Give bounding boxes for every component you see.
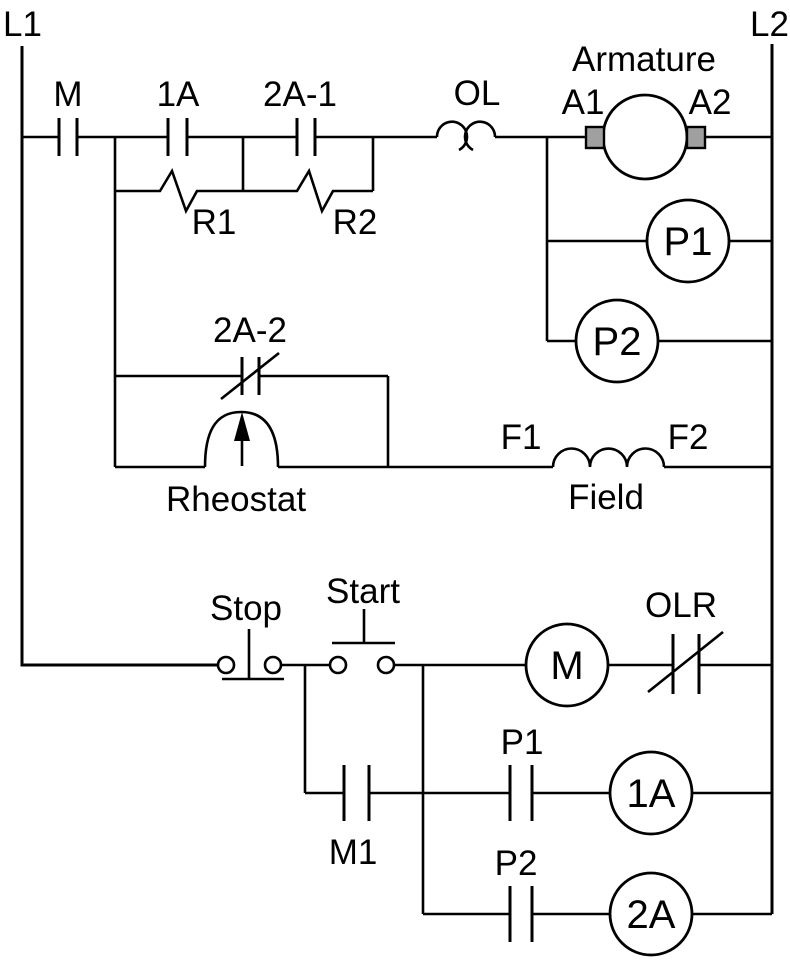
- contact-2a2-slash: [220, 351, 280, 401]
- rheostat-symbol: Rheostat: [115, 410, 306, 519]
- stop-terminal-left: [216, 655, 236, 675]
- no-contact-p2-symbol: P2: [495, 844, 538, 942]
- terminal-a1-square: [584, 125, 606, 150]
- stop-button-label: Stop: [210, 589, 282, 628]
- armature-rung: M 1A 2A-1 OL Armature A1 A2: [22, 40, 772, 181]
- coil-m-circle: [524, 622, 610, 708]
- relay-p2-label: P2: [593, 320, 642, 364]
- armature-title: Armature: [572, 40, 716, 79]
- nc-contact-2a2-symbol: 2A-2: [115, 311, 390, 467]
- contact-p1-label: P1: [501, 723, 544, 762]
- p2-relay-rung: P2: [547, 298, 772, 384]
- coil-1a-symbol: 1A: [608, 750, 694, 836]
- terminal-a1-label: A1: [562, 83, 605, 122]
- resistor-branch: R1 R2: [113, 137, 378, 467]
- field-circuit: 2A-2 Rheostat F1 F2 Field: [115, 311, 772, 519]
- no-contact-m1-symbol: M1: [329, 765, 378, 872]
- coil-1a-label: 1A: [627, 772, 676, 816]
- left-rail-l1: L1: [3, 5, 218, 667]
- rail-l1-label: L1: [3, 5, 42, 44]
- right-rail-l2: L2: [750, 5, 789, 914]
- start-terminal-right: [376, 655, 396, 675]
- armature-motor-symbol: Armature A1 A2: [562, 40, 732, 181]
- contact-2a2-label: 2A-2: [213, 311, 287, 350]
- contact-1a-label: 1A: [157, 75, 200, 114]
- terminal-f1-label: F1: [501, 418, 542, 457]
- no-contact-2a1-symbol: 2A-1: [263, 75, 337, 156]
- contact-m1-label: M1: [329, 833, 378, 872]
- stop-pushbutton-symbol: Stop: [210, 589, 284, 681]
- rail-l2-label: L2: [750, 5, 789, 44]
- accel-1a-rung: M1 P1 1A: [305, 723, 772, 872]
- terminal-f2-label: F2: [668, 418, 709, 457]
- start-pushbutton-symbol: Start: [326, 572, 400, 675]
- rheostat-arch: [203, 410, 280, 468]
- overload-heater-symbol: OL: [435, 74, 501, 152]
- coil-1a-circle: [608, 750, 694, 836]
- relay-p1-label: P1: [664, 220, 713, 264]
- stop-terminal-right: [263, 655, 283, 675]
- overload-label: OL: [454, 74, 501, 113]
- rail-l1-line: [20, 46, 218, 667]
- contact-m-label: M: [53, 75, 82, 114]
- resistor-branch-verticals: [241, 137, 375, 191]
- coil-2a-label: 2A: [627, 893, 676, 937]
- no-contact-1a-symbol: 1A: [157, 75, 200, 156]
- rheostat-label: Rheostat: [166, 480, 306, 519]
- contact-2a2-wires: [115, 374, 390, 467]
- terminal-a2-label: A2: [689, 83, 732, 122]
- resistor-r1-label: R1: [192, 203, 237, 242]
- field-title: Field: [568, 478, 644, 517]
- relay-p1-circle: [645, 198, 731, 284]
- coil-2a-symbol: 2A: [608, 871, 694, 957]
- relay-p2-circle: [574, 298, 660, 384]
- contact-p2-label: P2: [495, 844, 538, 883]
- p1-relay-rung: P1: [545, 137, 772, 341]
- olr-label: OLR: [645, 586, 717, 625]
- start-button-label: Start: [326, 572, 400, 611]
- resistor-r2-label: R2: [333, 203, 378, 242]
- coil-m-symbol: M: [524, 622, 610, 708]
- control-rung: Stop Start M OLR: [210, 572, 772, 914]
- resistor-zigzag-line: [115, 167, 373, 215]
- olr-slash: [647, 630, 724, 694]
- start-button-actuator: [332, 609, 395, 645]
- coil-2a-circle: [608, 871, 694, 957]
- rheostat-wiper-arrow-icon: [234, 412, 250, 441]
- coil-m-label: M: [550, 644, 583, 688]
- armature-circle: [601, 93, 689, 181]
- contact-2a1-label: 2A-1: [263, 75, 337, 114]
- terminal-a2-square: [685, 125, 707, 150]
- start-terminal-left: [328, 655, 348, 675]
- accel-2a-rung: P2 2A: [423, 844, 772, 957]
- field-coil-symbol: F1 F2 Field: [278, 418, 772, 517]
- no-contact-m-symbol: M: [53, 75, 83, 156]
- nc-contact-olr-symbol: OLR: [645, 586, 724, 694]
- stop-button-actuator: [222, 629, 284, 681]
- no-contact-p1-symbol: P1: [501, 723, 544, 821]
- field-coil-humps: [551, 447, 666, 468]
